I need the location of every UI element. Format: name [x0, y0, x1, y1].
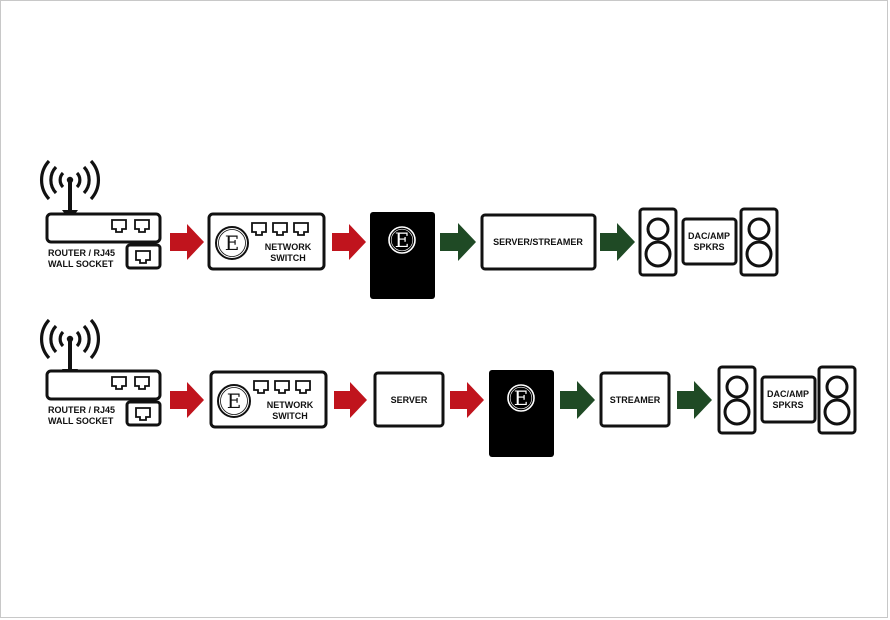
- logo-letter: E: [514, 386, 529, 410]
- wifi-antenna-icon: [39, 318, 101, 375]
- router-label-line1: ROUTER / RJ45: [48, 248, 115, 258]
- red-arrow: [332, 224, 366, 260]
- router-2: ROUTER / RJ45 WALL SOCKET: [39, 318, 162, 427]
- switch-label-line1: NETWORK: [267, 400, 314, 410]
- switch-label-line2: SWITCH: [270, 253, 306, 263]
- router-label-line2: WALL SOCKET: [48, 416, 114, 426]
- server-streamer-label: SERVER/STREAMER: [493, 237, 583, 247]
- network-switch-1: E NETWORK SWITCH: [207, 212, 326, 271]
- dac-label-line2: SPKRS: [693, 242, 724, 252]
- wifi-antenna-icon: [39, 159, 101, 216]
- red-arrow: [170, 224, 204, 260]
- audio-output-2: DAC/AMP SPKRS: [717, 365, 857, 435]
- green-arrow: [677, 381, 712, 419]
- logo-icon: [507, 384, 535, 412]
- row-1: ROUTER / RJ45 WALL SOCKET E NETWORK SWIT…: [39, 159, 779, 299]
- switch-label-line1: NETWORK: [265, 242, 312, 252]
- dac-amp-box: [681, 217, 738, 266]
- dac-amp-box: [760, 375, 817, 424]
- network-switch-2: E NETWORK SWITCH: [209, 370, 328, 429]
- logo-letter: E: [225, 231, 240, 255]
- black-device-1: E: [370, 212, 435, 299]
- server-box: SERVER: [373, 371, 445, 428]
- speaker-left-icon: [717, 365, 757, 435]
- logo-letter: E: [227, 389, 242, 413]
- speaker-right-icon: [817, 365, 857, 435]
- server-label: SERVER: [391, 395, 428, 405]
- server-streamer-box: SERVER/STREAMER: [480, 213, 597, 271]
- streamer-box: STREAMER: [599, 371, 671, 428]
- green-arrow: [440, 223, 476, 261]
- dac-label-line1: DAC/AMP: [688, 231, 730, 241]
- router-label-line2: WALL SOCKET: [48, 259, 114, 269]
- streamer-body: [599, 371, 671, 428]
- red-arrow: [334, 382, 367, 418]
- green-arrow: [600, 223, 635, 261]
- green-arrow: [560, 381, 595, 419]
- logo-letter: E: [395, 228, 410, 252]
- audio-output-1: DAC/AMP SPKRS: [638, 207, 779, 277]
- black-device-2: E: [489, 370, 554, 457]
- server-body: [373, 371, 445, 428]
- dac-label-line2: SPKRS: [772, 400, 803, 410]
- row-2: ROUTER / RJ45 WALL SOCKET E NETWORK SWIT…: [39, 318, 857, 457]
- speaker-left-icon: [638, 207, 678, 277]
- dac-label-line1: DAC/AMP: [767, 389, 809, 399]
- router-1: ROUTER / RJ45 WALL SOCKET: [39, 159, 162, 270]
- red-arrow: [450, 382, 484, 418]
- router-body: [45, 369, 162, 401]
- streamer-label: STREAMER: [610, 395, 661, 405]
- logo-icon: [217, 384, 251, 418]
- switch-label-line2: SWITCH: [272, 411, 308, 421]
- speaker-right-icon: [739, 207, 779, 277]
- logo-icon: [388, 226, 416, 254]
- logo-icon: [215, 226, 249, 260]
- router-body: [45, 212, 162, 244]
- router-label-line1: ROUTER / RJ45: [48, 405, 115, 415]
- device-body: [370, 212, 435, 299]
- device-body: [489, 370, 554, 457]
- server-streamer-body: [480, 213, 597, 271]
- red-arrow: [170, 382, 204, 418]
